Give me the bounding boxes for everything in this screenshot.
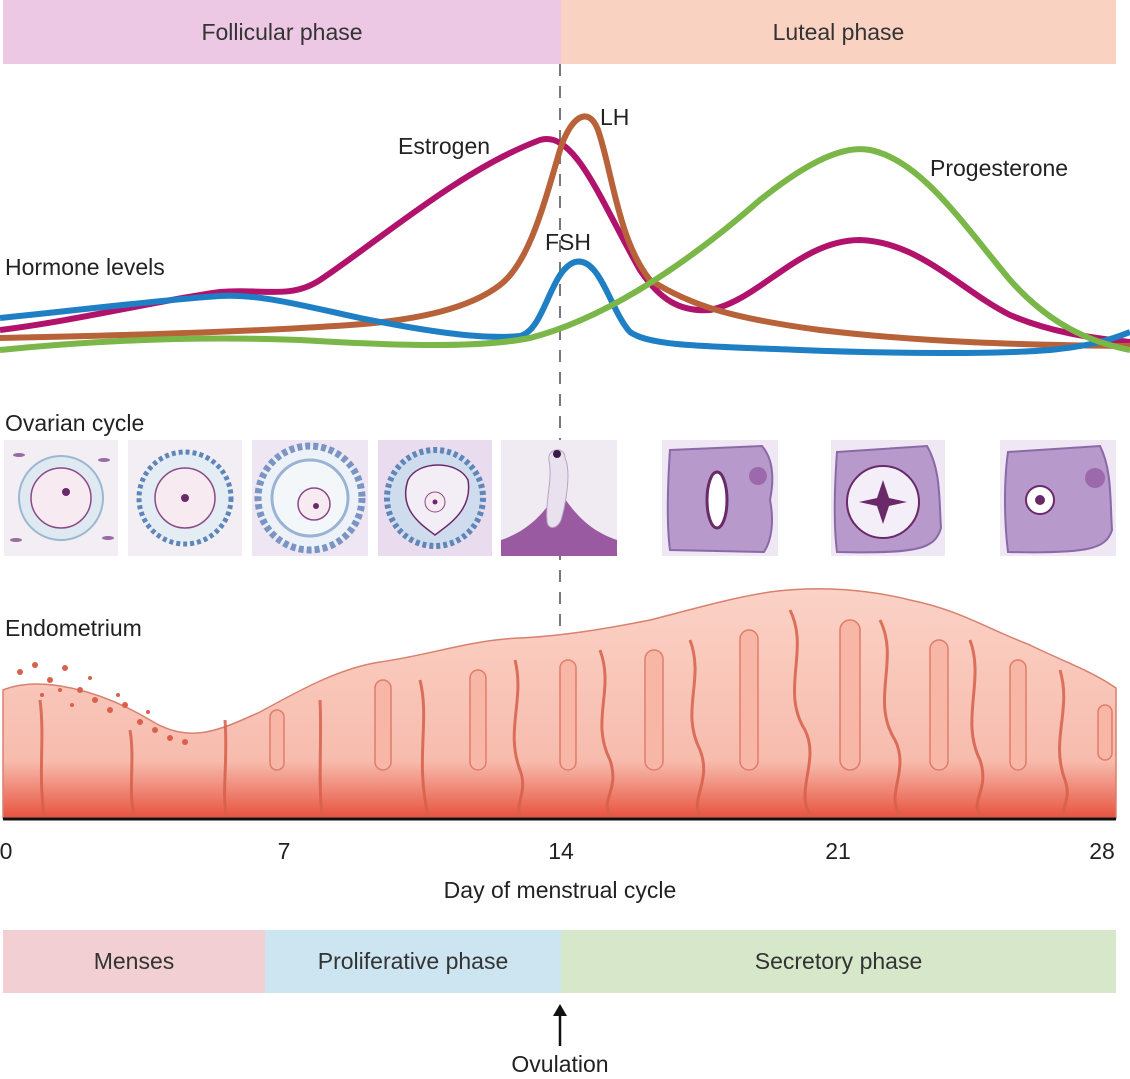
ovulation-arrow-head: [553, 1004, 567, 1016]
ovarian-cycle-label: Ovarian cycle: [5, 410, 145, 436]
ovulation-label: Ovulation: [511, 1051, 608, 1077]
progesterone-curve: [0, 146, 1130, 353]
proliferative-phase-label: Proliferative phase: [317, 948, 509, 974]
tick-label-28: 28: [1089, 838, 1115, 864]
tertiary-follicle-icon: [378, 440, 492, 556]
mature-corpus-luteum-icon: [831, 440, 945, 556]
secondary-follicle-icon: [252, 440, 368, 556]
primordial-follicle-icon: [4, 440, 118, 556]
x-axis-title: Day of menstrual cycle: [444, 877, 677, 903]
endometrium-illustration: [2, 587, 1117, 819]
follicular-phase-band: Follicular phase: [3, 0, 561, 64]
lh-label: LH: [600, 104, 629, 130]
corpus-luteum-icon: [662, 440, 778, 556]
ovulation-icon: [501, 440, 617, 556]
proliferative-phase-band: Proliferative phase: [265, 930, 561, 993]
estrogen-curve: [0, 136, 1130, 345]
luteal-phase-band: Luteal phase: [561, 0, 1116, 64]
menses-band: Menses: [3, 930, 265, 993]
corpus-albicans-icon: [1000, 440, 1116, 556]
secretory-phase-label: Secretory phase: [754, 948, 923, 974]
lh-curve: [0, 113, 1130, 349]
secretory-phase-band: Secretory phase: [561, 930, 1116, 993]
tick-label-0: 0: [0, 838, 12, 864]
follicular-phase-label: Follicular phase: [201, 18, 363, 45]
tick-label-7: 7: [278, 838, 291, 864]
tick-label-14: 14: [548, 838, 574, 864]
menses-label: Menses: [93, 948, 175, 974]
primary-follicle-icon: [128, 440, 242, 556]
tick-label-21: 21: [825, 838, 851, 864]
progesterone-label: Progesterone: [930, 155, 1068, 181]
luteal-phase-label: Luteal phase: [772, 18, 905, 45]
fsh-label: FSH: [545, 229, 591, 255]
estrogen-label: Estrogen: [398, 133, 490, 159]
fsh-curve: [0, 258, 1130, 356]
endometrium-label: Endometrium: [5, 615, 142, 641]
hormone-levels-label: Hormone levels: [5, 254, 165, 280]
